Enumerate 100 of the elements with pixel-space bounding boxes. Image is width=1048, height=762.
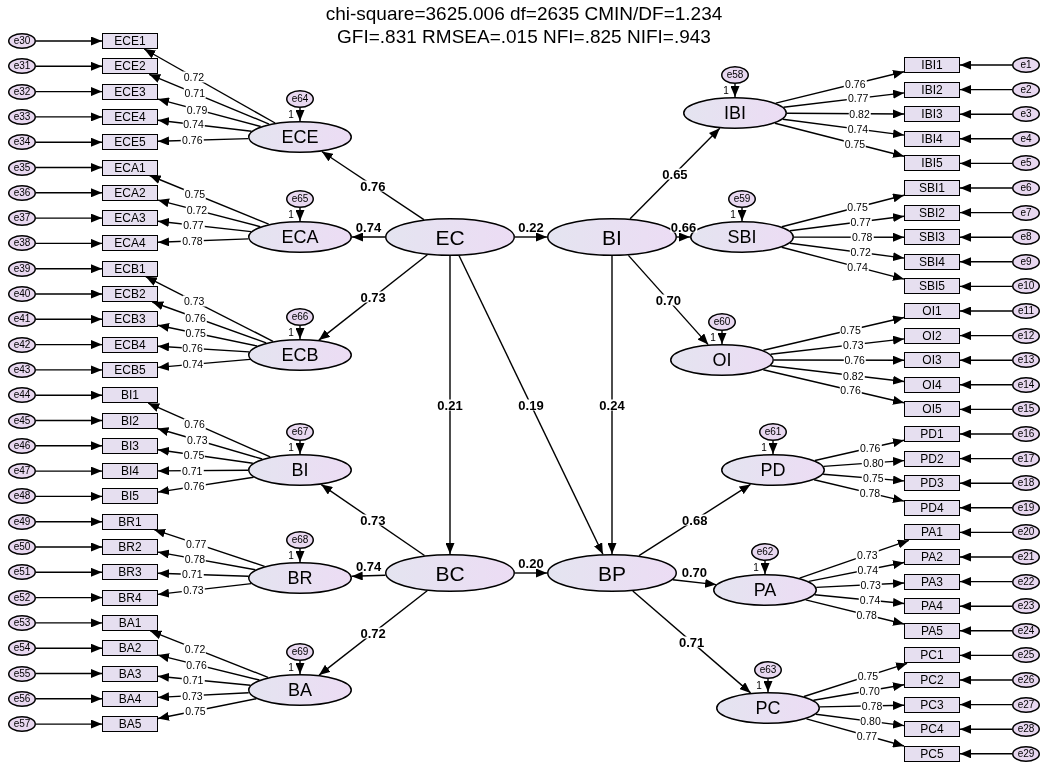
observed-variable-box: BA5 <box>102 716 158 733</box>
path-coefficient: 0.72 <box>849 247 872 258</box>
path-coefficient: 0.78 <box>850 231 874 243</box>
observed-variable-box: BR2 <box>102 539 158 555</box>
path-coefficient: 0.73 <box>181 690 204 702</box>
error-term-circle: e29 <box>1012 745 1040 762</box>
path-coefficient: 0.70 <box>654 294 682 306</box>
error-term-circle: e66 <box>286 308 314 326</box>
path-coefficient: 0.73 <box>186 434 209 446</box>
path-arrow <box>959 527 1013 537</box>
path-arrow <box>35 365 103 375</box>
path-arrow <box>959 429 1013 439</box>
path-coefficient: 0.74 <box>846 261 869 273</box>
path-arrow <box>157 198 261 228</box>
error-term-circle: e15 <box>1012 401 1040 418</box>
path-coefficient: 0.77 <box>855 730 879 742</box>
path-coefficient: 0.77 <box>849 216 872 228</box>
path-arrow <box>676 232 691 242</box>
path-arrow <box>822 456 905 468</box>
path-arrow <box>351 571 387 581</box>
latent-variable-ellipse: PC <box>716 692 820 724</box>
path-arrow <box>760 560 770 575</box>
path-coefficient: 0.71 <box>181 465 204 477</box>
error-term-circle: e47 <box>8 463 36 480</box>
latent-variable-ellipse: BP <box>547 554 677 592</box>
path-arrow <box>295 325 305 340</box>
error-term-circle: e10 <box>1012 278 1040 295</box>
latent-variable-ellipse: PD <box>721 454 825 486</box>
error-term-circle: e45 <box>8 412 36 429</box>
observed-variable-box: SBI3 <box>904 229 960 246</box>
observed-variable-box: PC2 <box>904 672 960 688</box>
error-term-circle: e2 <box>1012 81 1040 98</box>
path-arrow <box>318 254 429 341</box>
error-term-circle: e1 <box>1012 57 1040 73</box>
path-coefficient: 0.73 <box>842 339 865 351</box>
error-term-circle: e6 <box>1012 180 1040 196</box>
path-arrow <box>148 73 270 125</box>
path-coefficient: 0.74 <box>182 118 205 130</box>
latent-variable-ellipse: PA <box>713 574 817 606</box>
latent-variable-ellipse: EC <box>385 218 515 256</box>
error-term-circle: e18 <box>1012 475 1040 492</box>
observed-variable-box: ECA4 <box>102 235 158 252</box>
error-term-circle: e49 <box>8 513 36 530</box>
path-arrow <box>959 552 1013 562</box>
path-coefficient: 0.24 <box>598 399 626 411</box>
observed-variable-box: PC4 <box>904 721 960 738</box>
observed-variable-box: ECE1 <box>102 33 158 49</box>
error-term-circle: e39 <box>8 260 36 277</box>
path-arrow <box>959 60 1013 70</box>
path-coefficient: 0.75 <box>843 138 867 150</box>
path-arrow <box>959 85 1013 95</box>
path-arrow <box>151 301 267 344</box>
error-term-circle: e11 <box>1012 303 1040 319</box>
path-coefficient: 0.79 <box>185 104 209 115</box>
path-arrow <box>295 548 305 563</box>
path-coefficient: 0.78 <box>181 235 204 247</box>
fixed-weight-label: 1 <box>287 549 295 561</box>
observed-variable-box: ECA2 <box>102 184 158 201</box>
observed-variable-box: ECE3 <box>102 83 158 100</box>
path-arrow <box>782 118 905 139</box>
path-arrow <box>157 323 258 347</box>
observed-variable-box: SBI1 <box>904 180 960 196</box>
error-term-circle: e5 <box>1012 155 1040 172</box>
path-arrow <box>627 254 709 346</box>
observed-variable-box: ECA1 <box>102 159 158 176</box>
path-coefficient: 0.82 <box>842 370 865 381</box>
latent-variable-ellipse: BA <box>248 674 352 706</box>
path-coefficient: 0.74 <box>354 560 383 572</box>
path-arrow <box>959 675 1013 685</box>
observed-variable-box: PA3 <box>904 573 960 590</box>
path-coefficient: 0.76 <box>185 659 208 671</box>
path-arrow <box>35 567 103 577</box>
observed-variable-box: SBI2 <box>904 204 960 221</box>
path-arrow <box>959 749 1013 759</box>
path-arrow <box>959 232 1013 242</box>
error-term-circle: e19 <box>1012 499 1040 516</box>
observed-variable-box: IBI2 <box>904 81 960 98</box>
error-term-circle: e30 <box>8 33 36 49</box>
path-coefficient: 0.75 <box>846 201 869 213</box>
error-term-circle: e52 <box>8 589 36 606</box>
observed-variable-box: SBI5 <box>904 278 960 295</box>
path-arrow <box>35 112 103 122</box>
path-coefficient: 0.21 <box>436 399 464 411</box>
path-arrow <box>762 369 905 405</box>
path-arrow <box>157 549 256 571</box>
path-coefficient: 0.76 <box>181 342 204 354</box>
error-term-circle: e27 <box>1012 696 1040 713</box>
error-term-circle: e40 <box>8 286 36 302</box>
path-coefficient: 0.74 <box>856 564 879 576</box>
path-arrow <box>157 653 261 681</box>
path-coefficient: 0.73 <box>182 295 206 307</box>
fixed-weight-label: 1 <box>287 661 295 673</box>
observed-variable-box: OI2 <box>904 327 960 344</box>
error-term-circle: e56 <box>8 690 36 707</box>
path-arrow <box>35 643 103 653</box>
path-coefficient: 0.71 <box>678 636 706 648</box>
latent-variable-ellipse: BI <box>248 454 352 486</box>
error-term-circle: e4 <box>1012 130 1040 147</box>
observed-variable-box: IBI4 <box>904 130 960 147</box>
error-term-circle: e60 <box>708 313 736 331</box>
